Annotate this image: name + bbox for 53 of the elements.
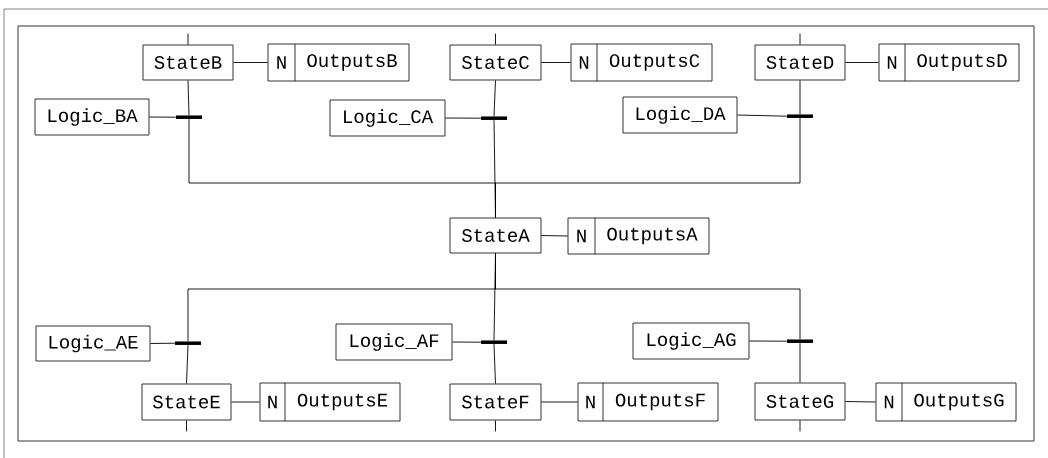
connector-line (799, 342, 801, 384)
connector-line (495, 419, 496, 432)
connector-line (540, 401, 579, 403)
connector-line (844, 401, 877, 403)
connector-line (187, 79, 190, 116)
action-box: N OutputsB (267, 43, 410, 82)
condition-box: Logic_AG (632, 322, 750, 360)
transition-bar (787, 339, 813, 343)
step-box: StateA (449, 217, 542, 254)
connector-line (540, 235, 569, 237)
condition-box: Logic_AE (35, 325, 151, 362)
connector-line (799, 33, 801, 46)
connector-line (844, 62, 880, 63)
connector-line (186, 419, 187, 432)
condition-box: Logic_CA (329, 99, 446, 137)
transition-bar (787, 114, 813, 118)
condition-box: Logic_BA (34, 98, 150, 136)
connector-line (148, 116, 177, 118)
connector-line (187, 33, 189, 46)
connector-line (495, 117, 801, 219)
connector-line (493, 79, 496, 117)
connector-line (493, 343, 496, 385)
connector-line (451, 341, 482, 343)
connector-line (444, 117, 482, 119)
connector-line (736, 114, 788, 117)
connector-line (748, 340, 788, 342)
step-box: StateE (141, 383, 232, 421)
connector-line (799, 419, 801, 432)
transition-bar (175, 341, 201, 345)
action-box: N OutputsD (878, 43, 1020, 82)
step-box: StateF (449, 383, 542, 421)
action-box: N OutputsA (567, 217, 710, 255)
condition-box: Logic_AF (335, 323, 453, 361)
action-box: N OutputsG (875, 382, 1017, 422)
step-box: StateD (754, 44, 846, 81)
connector-line (149, 342, 176, 344)
connector-line (540, 62, 572, 63)
transition-bar (481, 340, 507, 344)
connector-line (232, 62, 269, 63)
step-box: StateG (754, 382, 846, 421)
action-box: N OutputsE (259, 382, 401, 422)
connector-line (495, 33, 496, 46)
action-box: N OutputsF (577, 382, 719, 422)
step-box: StateB (142, 44, 234, 81)
transition-bar (481, 116, 507, 120)
connector-line (495, 252, 801, 340)
step-box: StateC (449, 44, 542, 81)
connector-line (230, 401, 261, 403)
connector-line (799, 79, 801, 115)
condition-box: Logic_DA (622, 96, 738, 134)
transition-bar (176, 115, 202, 119)
action-box: N OutputsC (570, 43, 713, 82)
connector-line (186, 344, 189, 385)
